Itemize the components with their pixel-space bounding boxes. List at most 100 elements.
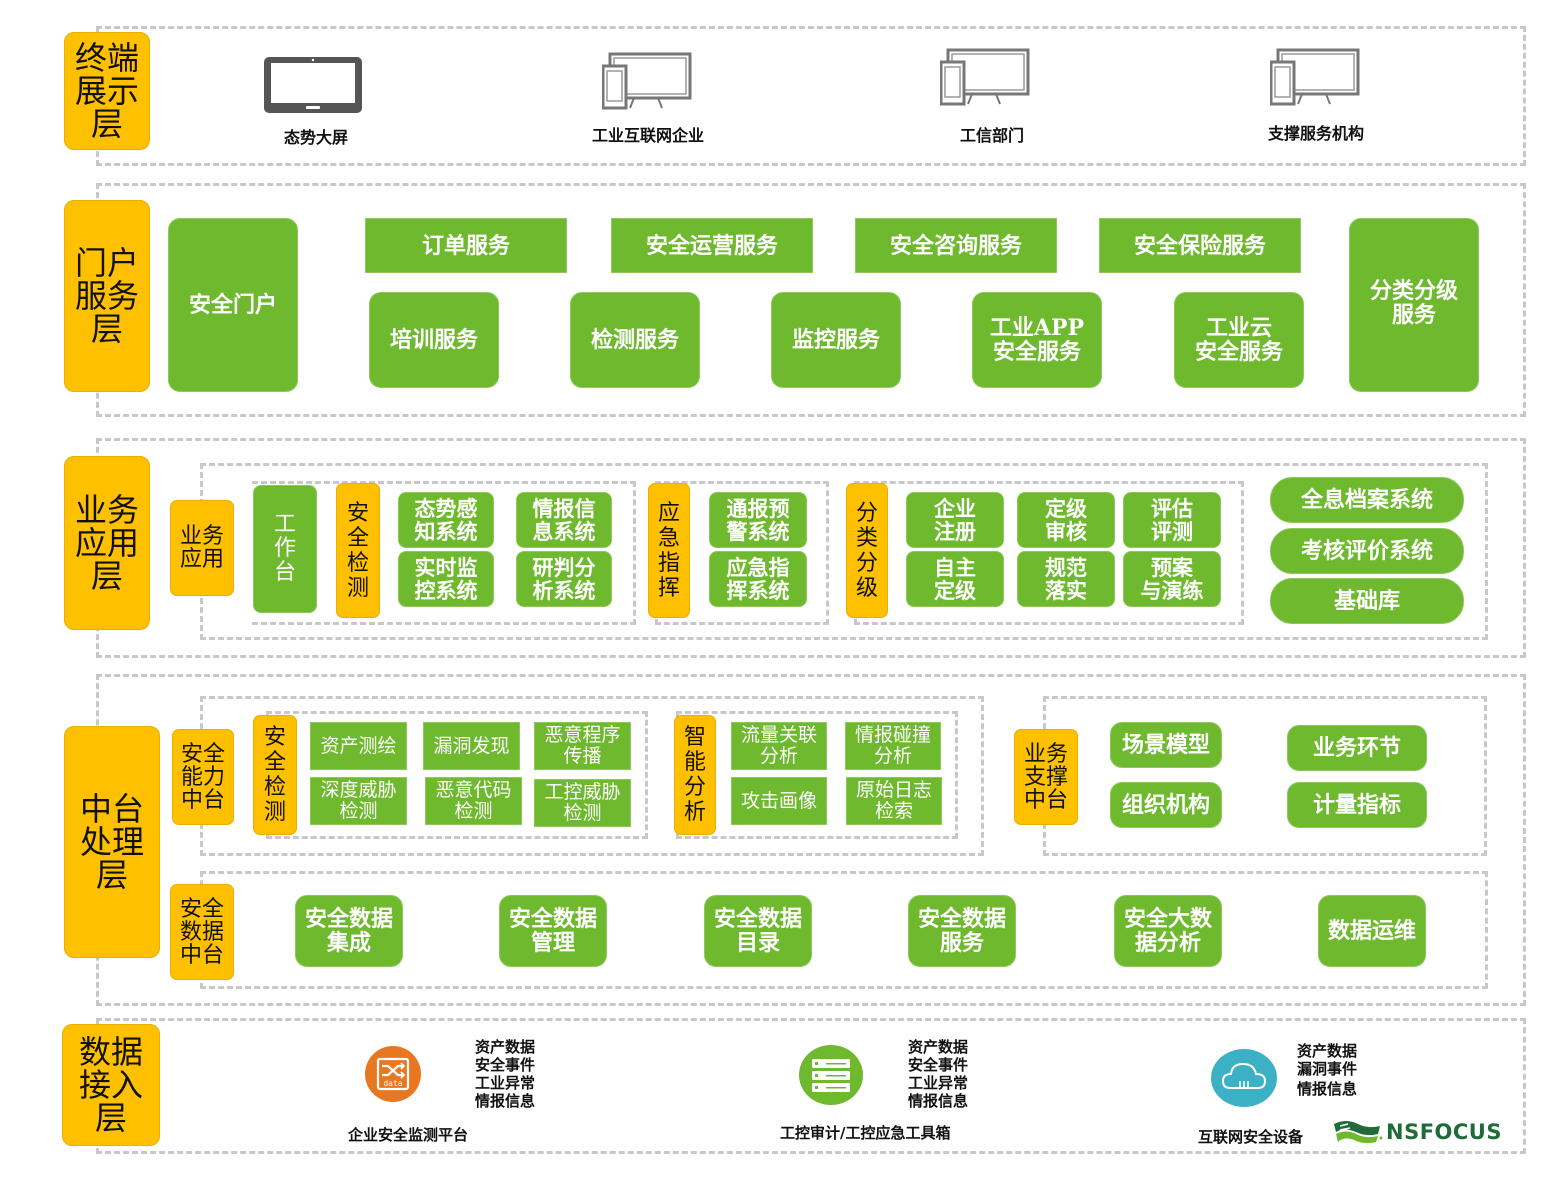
classification-module[interactable]: 评估 评测 [1123, 492, 1221, 548]
svg-text:data: data [383, 1079, 402, 1088]
data-source-item[interactable] [798, 1044, 864, 1106]
terminal-layer-label: 终端 展示 层 [64, 32, 150, 150]
nsfocus-logo: NSFOCUS [1332, 1118, 1522, 1146]
portal-service-module[interactable]: 订单服务 [365, 218, 567, 273]
data-type: 情报信息 [475, 1092, 536, 1110]
business-support-module[interactable]: 计量指标 [1287, 782, 1427, 828]
data-type: 工业异常 [908, 1074, 969, 1092]
terminal-item[interactable] [939, 48, 1030, 106]
access-layer-label: 数据 接入 层 [62, 1024, 160, 1146]
classification-module[interactable]: 定级 审核 [1017, 492, 1115, 548]
middle-detection-module[interactable]: 恶意程序 传播 [534, 722, 631, 770]
data-platform-module[interactable]: 安全数据 目录 [704, 895, 812, 967]
data-source-data-list: 资产数据 安全事件 工业异常 情报信息 [475, 1038, 535, 1110]
analysis-module[interactable]: 原始日志 检索 [846, 777, 942, 825]
archive-system-module[interactable]: 全息档案系统 [1270, 477, 1464, 523]
data-type: 资产数据 [1297, 1042, 1358, 1060]
terminal-item-label: 工业互联网企业 [592, 126, 705, 145]
terminal-item[interactable] [262, 55, 364, 115]
middle-detection-module[interactable]: 深度威胁 检测 [310, 777, 407, 825]
desktop-mobile-icon [601, 52, 692, 110]
cloud-icon [1211, 1049, 1277, 1107]
tablet-icon [264, 57, 362, 113]
data-type: 资产数据 [475, 1038, 536, 1056]
classification-label: 分 类 分 级 [846, 483, 888, 618]
terminal-item-label: 支撑服务机构 [1268, 124, 1365, 143]
emergency-module[interactable]: 应急指 挥系统 [709, 551, 807, 607]
middle-layer-label: 中台 处理 层 [64, 726, 160, 958]
portal-service-module[interactable]: 工业云 安全服务 [1174, 292, 1304, 388]
analysis-module[interactable]: 流量关联 分析 [731, 722, 827, 770]
data-source-label: 企业安全监测平台 [348, 1126, 469, 1144]
data-source-item[interactable]: data [364, 1045, 422, 1103]
classification-module[interactable]: 规范 落实 [1017, 551, 1115, 607]
logo-text: NSFOCUS [1386, 1120, 1502, 1144]
evaluation-system-module[interactable]: 考核评价系统 [1270, 528, 1464, 574]
middle-detection-module[interactable]: 工控威胁 检测 [534, 779, 631, 827]
data-type: 安全事件 [475, 1056, 536, 1074]
portal-service-module[interactable]: 安全运营服务 [611, 218, 813, 273]
business-support-module[interactable]: 业务环节 [1287, 725, 1427, 771]
data-type: 工业异常 [475, 1074, 536, 1092]
terminal-item-label: 态势大屏 [284, 128, 349, 147]
terminal-item[interactable] [1269, 48, 1360, 106]
data-platform-label: 安全 数据 中台 [170, 884, 234, 980]
security-detection-module[interactable]: 情报信 息系统 [516, 492, 612, 548]
data-type: 情报信息 [1297, 1080, 1358, 1098]
business-support-label: 业务 支撑 中台 [1014, 729, 1078, 825]
terminal-item[interactable] [601, 52, 692, 110]
capability-platform-label: 安全 能力 中台 [172, 729, 234, 825]
data-platform-module[interactable]: 安全数据 服务 [908, 895, 1016, 967]
data-platform-module[interactable]: 安全数据 管理 [499, 895, 607, 967]
analysis-label: 智 能 分 析 [674, 715, 716, 835]
portal-service-module[interactable]: 检测服务 [570, 292, 700, 388]
analysis-module[interactable]: 攻击画像 [731, 777, 827, 825]
business-app-label: 业务 应用 [170, 500, 234, 596]
data-source-label: 互联网安全设备 [1198, 1128, 1304, 1146]
server-icon [799, 1045, 863, 1105]
data-platform-module[interactable]: 安全数据 集成 [295, 895, 403, 967]
emergency-module[interactable]: 通报预 警系统 [709, 492, 807, 548]
portal-service-module[interactable]: 工业APP 安全服务 [972, 292, 1102, 388]
security-portal-module[interactable]: 安全门户 [168, 218, 298, 392]
classification-module[interactable]: 自主 定级 [906, 551, 1004, 607]
security-detection-module[interactable]: 态势感 知系统 [398, 492, 494, 548]
data-type: 资产数据 [908, 1038, 969, 1056]
data-platform-module[interactable]: 安全大数 据分析 [1114, 895, 1222, 967]
data-platform-module[interactable]: 数据运维 [1318, 895, 1426, 967]
middle-detection-module[interactable]: 资产测绘 [310, 722, 407, 770]
desktop-mobile-icon [1269, 48, 1360, 106]
data-source-label: 工控审计/工控应急工具箱 [780, 1124, 951, 1142]
security-detection-module[interactable]: 研判分 析系统 [516, 551, 612, 607]
data-shuffle-icon: data [365, 1046, 421, 1102]
security-detection-frame [252, 481, 636, 625]
business-support-module[interactable]: 组织机构 [1110, 782, 1222, 828]
middle-detection-module[interactable]: 漏洞发现 [423, 722, 520, 770]
foundation-library-module[interactable]: 基础库 [1270, 578, 1464, 624]
data-type: 安全事件 [908, 1056, 969, 1074]
analysis-module[interactable]: 情报碰撞 分析 [845, 722, 941, 770]
workbench-module[interactable]: 工 作 台 [253, 485, 317, 613]
classification-module[interactable]: 预案 与演练 [1123, 551, 1221, 607]
portal-service-module[interactable]: 监控服务 [771, 292, 901, 388]
middle-detection-label: 安 全 检 测 [253, 715, 297, 835]
flag-logo-icon [1334, 1121, 1383, 1144]
data-source-item[interactable] [1210, 1048, 1278, 1108]
terminal-item-label: 工信部门 [960, 126, 1025, 145]
portal-service-module[interactable]: 安全保险服务 [1099, 218, 1301, 273]
classification-service-module[interactable]: 分类分级 服务 [1349, 218, 1479, 392]
desktop-mobile-icon [939, 48, 1030, 106]
data-type: 漏洞事件 [1297, 1060, 1358, 1078]
security-detection-label: 安 全 检 测 [336, 483, 380, 618]
data-source-data-list: 资产数据 漏洞事件 情报信息 [1297, 1042, 1357, 1098]
business-support-frame [1043, 696, 1487, 856]
classification-module[interactable]: 企业 注册 [906, 492, 1004, 548]
portal-layer-label: 门户 服务 层 [64, 200, 150, 392]
security-detection-module[interactable]: 实时监 控系统 [398, 551, 494, 607]
portal-service-module[interactable]: 培训服务 [369, 292, 499, 388]
portal-service-module[interactable]: 安全咨询服务 [855, 218, 1057, 273]
business-layer-label: 业务 应用 层 [64, 456, 150, 630]
middle-detection-module[interactable]: 恶意代码 检测 [425, 777, 522, 825]
data-source-data-list: 资产数据 安全事件 工业异常 情报信息 [908, 1038, 968, 1110]
business-support-module[interactable]: 场景模型 [1110, 722, 1222, 768]
